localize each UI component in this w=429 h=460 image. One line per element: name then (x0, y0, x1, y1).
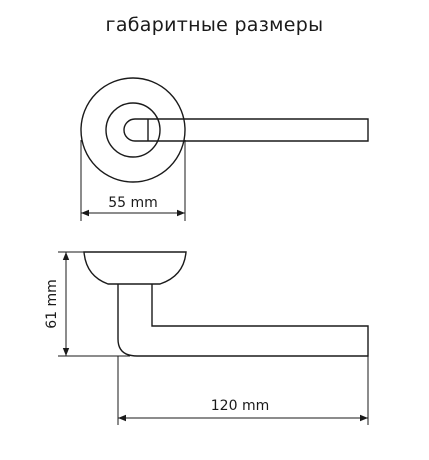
rosette-inner-circle (105, 102, 161, 158)
rosette-side-outline (83, 251, 187, 285)
drawing-title: габаритные размеры (105, 14, 324, 36)
side-view (83, 251, 369, 357)
dim-height: 61 mm (44, 251, 130, 357)
dim-rosette-diameter: 55 mm (80, 140, 186, 221)
rosette-outer-circle (80, 77, 186, 183)
lever-top-outline (123, 118, 369, 142)
lever-side-outline (117, 284, 369, 357)
dim-label-120: 120 mm (211, 398, 269, 414)
top-view (80, 77, 369, 183)
dim-lever-length: 120 mm (117, 356, 369, 425)
dim-label-61: 61 mm (44, 279, 60, 329)
dim-label-55: 55 mm (108, 195, 158, 211)
